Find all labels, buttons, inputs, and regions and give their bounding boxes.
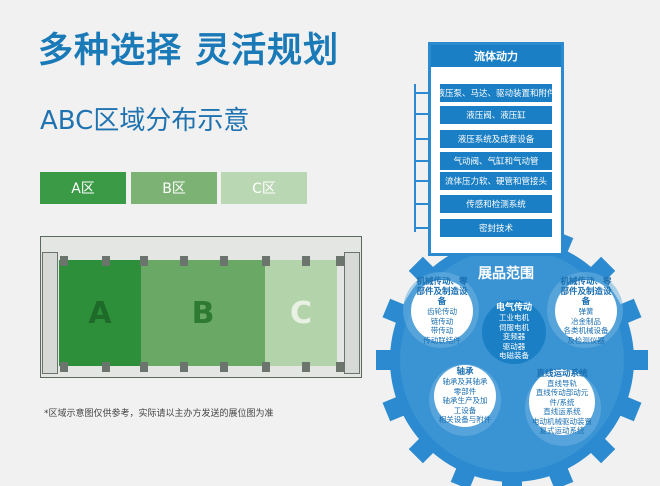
zone-b-area[interactable]: B: [141, 260, 265, 366]
circle-item: 链传动: [430, 316, 454, 326]
circle-item: 各类机械设备及检测仪器: [563, 326, 609, 345]
circle-item: 弹簧: [578, 307, 594, 316]
circle-linear-motion: 直线运动系统 直线导轨 直线传动部动元件/系统 直线运系统 电动机械驱动装置 复…: [529, 369, 595, 435]
circle-item: 直线导轨: [547, 378, 577, 388]
fluid-power-item: 液压系统及成套设备: [440, 130, 552, 148]
fluid-power-title: 流体动力: [431, 45, 561, 67]
zone-c-button[interactable]: C区: [221, 172, 307, 204]
circle-item: 驱动器: [502, 341, 526, 351]
tower-tick: [414, 227, 428, 229]
circle-item: 传动联结件: [423, 335, 461, 345]
zone-b-label: B: [191, 295, 215, 331]
circle-item: 伺服电机: [499, 322, 529, 332]
circle-item: 带传动: [430, 326, 454, 335]
zone-a-button[interactable]: A区: [40, 172, 126, 204]
tower-bracket-line: [414, 84, 416, 232]
circle-mechanical-transmission: 机械传动、零部件及制造设备 齿轮传动 链传动 带传动 传动联结件: [411, 277, 473, 345]
tower-tick: [414, 180, 428, 182]
fluid-power-item: 气动阀、气缸和气动管: [440, 152, 552, 170]
fluid-power-item: 流体压力软、硬管和管接头: [440, 172, 552, 190]
circle-item: 电磁装备: [499, 351, 529, 361]
product-scope-title: 展品范围: [478, 266, 534, 282]
circle-item: 变频器: [502, 332, 526, 342]
circle-bearings: 轴承 轴承及其轴承零部件 轴承生产及加工设备 相关设备与附件: [434, 365, 496, 427]
tower-tick: [414, 160, 428, 162]
zone-b-button[interactable]: B区: [131, 172, 217, 204]
circle-item: 轴承及其轴承零部件: [442, 377, 488, 396]
tower-tick: [414, 203, 428, 205]
circle-item: 相关设备与附件: [438, 415, 492, 425]
fluid-power-item: 传感和检测系统: [440, 195, 552, 213]
tower-tick: [414, 92, 428, 94]
disclaimer-note: *区域示意图仅供参考，实际请以主办方发送的展位图为准: [44, 409, 274, 419]
circle-mechanical-parts: 机械传动、零部件及制造设备 弹簧 冶金制品 各类机械设备及检测仪器: [555, 277, 617, 345]
circle-heading: 电气传动: [495, 303, 532, 314]
zone-a-label: A: [88, 295, 112, 331]
section-subtitle: ABC区域分布示意: [40, 106, 250, 136]
fluid-power-item: 液压阀、液压缸: [440, 106, 552, 124]
circle-heading: 机械传动、零部件及制造设备: [416, 277, 468, 307]
circle-heading: 直线运动系统: [536, 368, 588, 379]
circle-electric-drive: 电气传动 工业电机 伺服电机 变频器 驱动器 电磁装备: [482, 300, 546, 364]
floor-plan: A B C: [40, 236, 362, 378]
circle-item: 复式运动系统: [539, 426, 585, 435]
circle-heading: 轴承: [456, 367, 474, 378]
circle-heading: 机械传动、零部件及制造设备: [560, 277, 612, 307]
circle-item: 直线传动部动元件/系统: [535, 388, 589, 407]
tower-tick: [414, 138, 428, 140]
fluid-power-item: 液压泵、马达、驱动装置和附件: [437, 84, 556, 102]
circle-item: 轴承生产及加工设备: [442, 396, 488, 415]
fluid-power-item: 密封技术: [440, 219, 552, 237]
zone-c-label: C: [289, 295, 313, 331]
page-title: 多种选择 灵活规划: [38, 31, 340, 71]
circle-item: 齿轮传动: [427, 307, 457, 316]
circle-item: 冶金制品: [571, 316, 601, 326]
circle-item: 直线运系统: [543, 407, 581, 416]
tower-tick: [414, 113, 428, 115]
circle-item: 电动机械驱动装置: [532, 416, 592, 426]
circle-item: 工业电机: [499, 313, 529, 323]
zone-a-area[interactable]: A: [59, 260, 141, 366]
zone-c-area[interactable]: C: [265, 260, 337, 366]
